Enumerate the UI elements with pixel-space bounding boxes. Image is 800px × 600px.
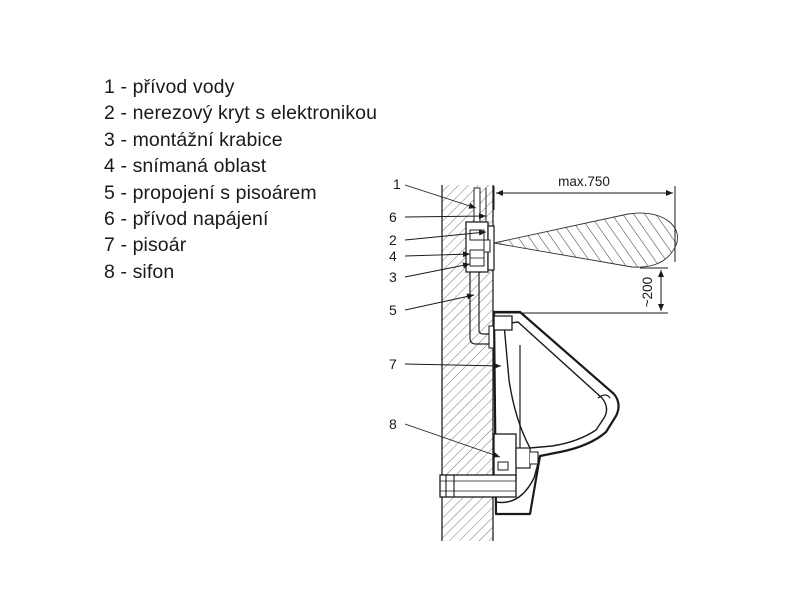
- callout-7: 7: [389, 356, 397, 372]
- callout-5: 5: [389, 302, 397, 318]
- drain-pipe: [439, 474, 517, 498]
- callout-2: 2: [389, 232, 397, 248]
- legend-item-1: 1 - přívod vody: [104, 76, 235, 98]
- callout-leaders: [404, 184, 502, 458]
- mounting-box: [465, 221, 495, 273]
- range-label: max.750: [558, 174, 610, 189]
- legend-item-7: 7 - pisoár: [104, 234, 187, 257]
- legend-list: 1 - přívod vody 2 - nerezový kryt s elek…: [104, 74, 377, 285]
- legend-item-5: 5 - propojení s pisoárem: [104, 181, 317, 204]
- callout-1: 1: [393, 176, 401, 192]
- callout-labels: 1 6 2 4 3 5 7 8: [389, 176, 401, 432]
- siphon: [493, 433, 539, 481]
- dimension-height: ~200: [494, 267, 668, 314]
- callout-8: 8: [389, 416, 397, 432]
- legend-item-8: 8 - sifon: [104, 260, 175, 283]
- sensing-area: [493, 212, 678, 268]
- legend-item-6: 6 - přívod napájení: [104, 208, 269, 231]
- legend-item-4: 4 - snímaná oblast: [104, 155, 267, 178]
- legend-item-2: 2 - nerezový kryt s elektronikou: [104, 102, 378, 125]
- legend-item-3: 3 - montážní krabice: [104, 128, 283, 151]
- callout-3: 3: [389, 269, 397, 285]
- callout-4: 4: [389, 248, 397, 264]
- height-label: ~200: [640, 277, 655, 307]
- callout-6: 6: [389, 209, 397, 225]
- dimension-range: max.750: [493, 174, 676, 262]
